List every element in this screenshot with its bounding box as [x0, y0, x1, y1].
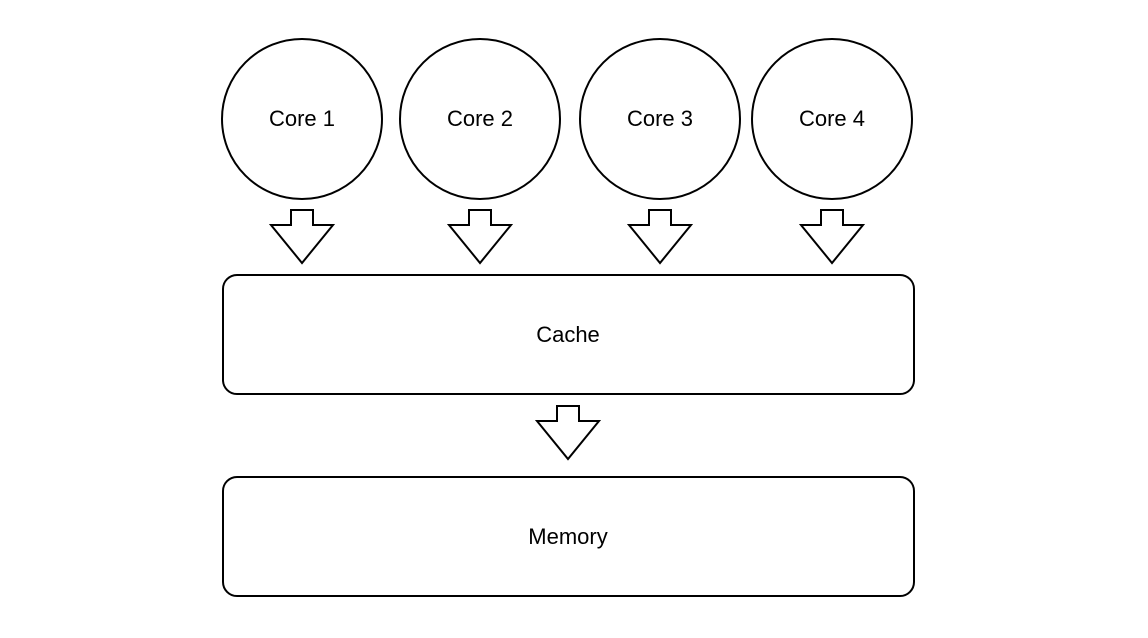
core-node-3: Core 3	[579, 38, 741, 200]
core-2-circle	[399, 38, 561, 200]
core-3-to-cache-arrow	[626, 209, 694, 265]
core-node-1: Core 1	[221, 38, 383, 200]
memory-label: Memory	[528, 524, 607, 549]
core-4-to-cache-arrow	[798, 209, 866, 265]
core-2-to-cache-arrow	[446, 209, 514, 265]
core-1-circle	[221, 38, 383, 200]
core-4-circle	[751, 38, 913, 200]
core-4-label: Core 4	[799, 106, 865, 131]
core-1-label: Core 1	[269, 106, 335, 131]
memory-block: Memory	[222, 476, 915, 597]
core-node-2: Core 2	[399, 38, 561, 200]
cache-block: Cache	[222, 274, 915, 395]
core-3-circle	[579, 38, 741, 200]
cache-to-memory-arrow	[534, 405, 602, 461]
core-node-4: Core 4	[751, 38, 913, 200]
core-2-label: Core 2	[447, 106, 513, 131]
cache-label: Cache	[536, 322, 600, 347]
memory-box	[222, 476, 915, 597]
core-3-label: Core 3	[627, 106, 693, 131]
cache-box	[222, 274, 915, 395]
core-1-to-cache-arrow	[268, 209, 336, 265]
